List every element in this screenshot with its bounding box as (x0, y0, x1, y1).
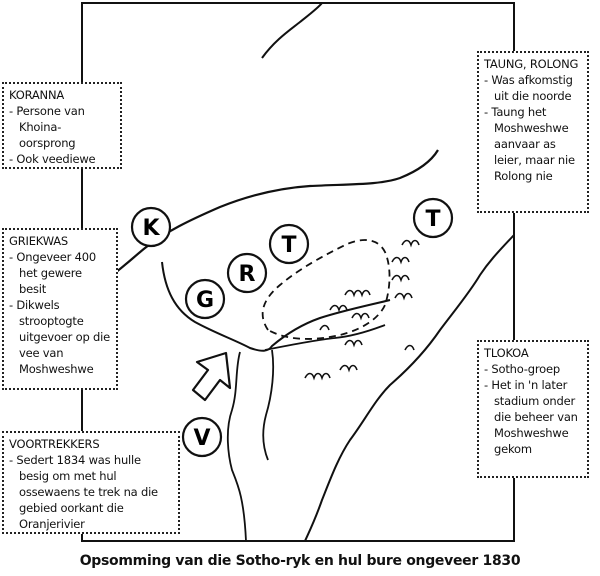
marker-r-label: R (239, 262, 256, 287)
koranna-item: Persone van Khoina-oorsprong (9, 103, 115, 151)
voortrekkers-info-box: VOORTREKKERS Sedert 1834 was hulle besig… (2, 431, 180, 534)
tlokoa-info-box: TLOKOA Sotho-groep Het in 'n later stadi… (477, 340, 589, 478)
voortrekkers-item: Sedert 1834 was hulle besig om met hul o… (9, 452, 173, 532)
griekwas-list: Ongeveer 400 het gewere besit Dikwels st… (9, 249, 111, 377)
griekwas-info-box: GRIEKWAS Ongeveer 400 het gewere besit D… (2, 228, 118, 390)
sotho-region-outline (161, 261, 391, 352)
boundary-curve-east (304, 234, 515, 542)
koranna-info-box: KORANNA Persone van Khoina-oorsprong Ook… (2, 82, 122, 169)
river-line-south (226, 351, 247, 542)
griekwas-item: Dikwels strooptogte uitgevoer op die vee… (9, 297, 111, 377)
marker-v-label: V (193, 426, 210, 451)
boundary-curve-north (81, 149, 439, 296)
koranna-item: Ook veediewe (9, 151, 115, 167)
marker-t-right: T (412, 197, 454, 239)
tlokoa-list: Sotho-groep Het in 'n later stadium onde… (484, 361, 582, 457)
taung-list: Was afkomstig uit die noorde Taung het M… (484, 72, 582, 184)
voortrekkers-list: Sedert 1834 was hulle besig om met hul o… (9, 452, 173, 532)
marker-v: V (181, 416, 223, 458)
koranna-list: Persone van Khoina-oorsprong Ook veediew… (9, 103, 115, 167)
koranna-title: KORANNA (9, 88, 65, 102)
taung-item: Was afkomstig uit die noorde (484, 72, 582, 104)
marker-k: K (130, 206, 172, 248)
lesotho-dashed-outline (261, 239, 391, 340)
marker-g-label: G (196, 288, 214, 313)
taung-rolong-info-box: TAUNG, ROLONG Was afkomstig uit die noor… (477, 51, 589, 213)
river-line-top (261, 2, 323, 59)
taung-title: TAUNG, ROLONG (484, 57, 579, 71)
marker-t-left-label: T (281, 233, 296, 258)
marker-t-right-label: T (425, 207, 440, 232)
tlokoa-item: Sotho-groep (484, 361, 582, 377)
marker-g: G (184, 278, 226, 320)
voortrekkers-title: VOORTREKKERS (9, 437, 100, 451)
voortrekker-arrow-icon (191, 351, 232, 402)
marker-k-label: K (142, 216, 160, 241)
inner-region-line (264, 324, 386, 351)
griekwas-title: GRIEKWAS (9, 234, 68, 248)
marker-r: R (226, 252, 268, 294)
taung-item: Taung het Moshweshwe aanvaar as leier, m… (484, 104, 582, 184)
tlokoa-item: Het in 'n later stadium onder die beheer… (484, 377, 582, 457)
map-caption: Opsomming van die Sotho-ryk en hul bure … (79, 553, 521, 569)
river-branch-south (262, 349, 275, 461)
tlokoa-title: TLOKOA (484, 346, 529, 360)
marker-t-left: T (268, 223, 310, 265)
mountain-marks (304, 239, 420, 381)
griekwas-item: Ongeveer 400 het gewere besit (9, 249, 111, 297)
